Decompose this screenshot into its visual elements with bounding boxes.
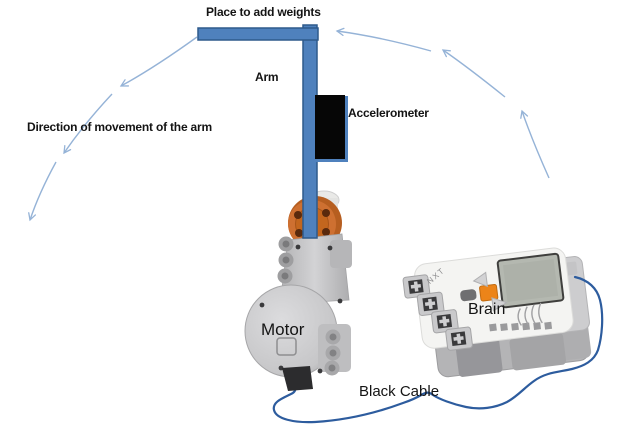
black-cable-line (272, 275, 604, 424)
brick-ports (402, 274, 473, 351)
motor-label: Motor (261, 320, 305, 339)
arm-label: Arm (255, 70, 279, 84)
motor-graphic (244, 190, 352, 391)
motor-cable-socket (282, 366, 313, 391)
accelerometer-label: Accelerometer (348, 106, 429, 120)
arm-vertical-bar (302, 24, 318, 239)
place-to-add-weights-label: Place to add weights (206, 5, 321, 19)
brain-brick: NXT (402, 247, 592, 378)
movement-arrows-left-icon (28, 36, 198, 222)
movement-arrow-icon (335, 27, 432, 52)
arm-graphic (197, 24, 348, 239)
direction-of-movement-label: Direction of movement of the arm (27, 120, 212, 134)
accelerometer-box (315, 95, 345, 159)
movement-arrow-icon (520, 109, 550, 179)
movement-arrows-right-icon (335, 27, 550, 179)
movement-arrow-icon (28, 161, 57, 222)
brick-stud-holes (489, 321, 553, 332)
movement-arrow-icon (119, 36, 198, 87)
movement-arrow-icon (441, 49, 506, 98)
brick-clear-button (460, 289, 477, 302)
brick-speaker-icon (517, 302, 543, 326)
black-cable-label: Black Cable (359, 383, 440, 400)
movement-arrow-icon (63, 93, 113, 155)
brick-right-arrow-button (491, 297, 508, 312)
arm-weight-platform (197, 27, 319, 41)
brick-left-arrow-button (472, 271, 489, 288)
motor-screw (295, 244, 301, 250)
motor-lego-badge (276, 337, 297, 356)
brain-label: Brain (468, 301, 506, 318)
